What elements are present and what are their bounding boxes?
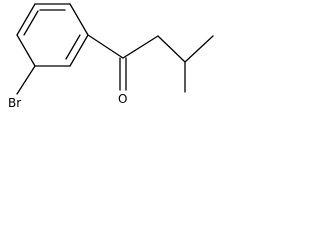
methyl-bond-1 [184,35,214,63]
ring-to-carbonyl-bond [87,34,124,59]
chain-bond-2 [157,35,186,63]
structure-diagram: Br O [8,3,214,110]
ring-bond-2 [69,3,89,36]
ring-double-bond-2 [65,34,81,60]
c-br-bond [16,65,36,95]
ring-bond-3 [69,34,89,67]
bromine-label: Br [8,96,21,110]
chain-bond-1 [122,35,159,59]
ring-bond-5 [16,34,36,67]
oxygen-label: O [118,92,127,106]
ring-bond-6 [16,3,36,36]
ring-double-bond-3 [23,10,39,36]
benzene-ring [16,3,89,67]
